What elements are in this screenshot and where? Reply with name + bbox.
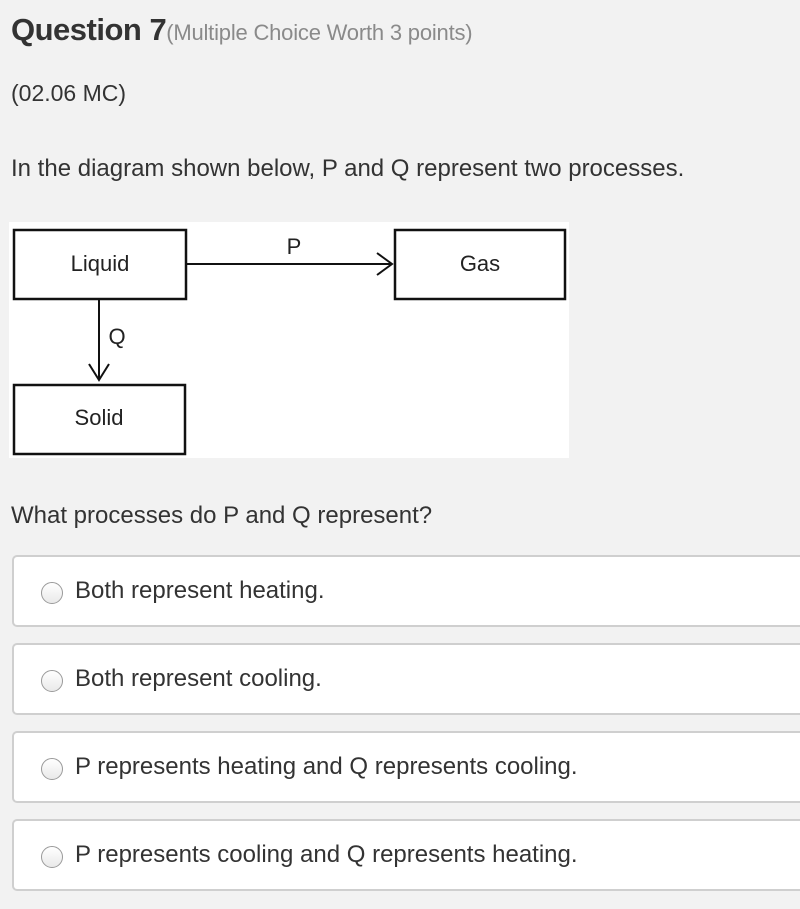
arrow-p bbox=[187, 252, 394, 276]
answer-option-2[interactable]: Both represent cooling. bbox=[12, 643, 800, 715]
liquid-box bbox=[12, 228, 188, 301]
question-code: (02.06 MC) bbox=[11, 80, 127, 106]
solid-box bbox=[12, 383, 187, 456]
answer-options: Both represent heating. Both represent c… bbox=[12, 555, 800, 907]
radio-button-icon[interactable] bbox=[41, 670, 63, 692]
gas-label: Gas bbox=[460, 251, 500, 276]
liquid-label: Liquid bbox=[71, 251, 130, 276]
answer-option-label: P represents heating and Q represents co… bbox=[75, 753, 578, 780]
radio-button-icon[interactable] bbox=[41, 758, 63, 780]
question-worth: (Multiple Choice Worth 3 points) bbox=[166, 20, 473, 45]
diagram-svg: Liquid Gas Solid P Q bbox=[12, 228, 567, 456]
answer-option-label: Both represent heating. bbox=[75, 577, 325, 604]
radio-button-icon[interactable] bbox=[41, 582, 63, 604]
arrow-p-label: P bbox=[287, 234, 302, 259]
solid-label: Solid bbox=[75, 405, 124, 430]
answer-option-1[interactable]: Both represent heating. bbox=[12, 555, 800, 627]
answer-option-label: P represents cooling and Q represents he… bbox=[75, 841, 578, 868]
answer-option-label: Both represent cooling. bbox=[75, 665, 322, 692]
phase-change-diagram: Liquid Gas Solid P Q bbox=[9, 222, 569, 458]
gas-box bbox=[393, 228, 567, 301]
answer-option-3[interactable]: P represents heating and Q represents co… bbox=[12, 731, 800, 803]
question-stem: In the diagram shown below, P and Q repr… bbox=[11, 155, 685, 182]
question-prompt: What processes do P and Q represent? bbox=[11, 502, 433, 529]
answer-option-4[interactable]: P represents cooling and Q represents he… bbox=[12, 819, 800, 891]
radio-button-icon[interactable] bbox=[41, 846, 63, 868]
question-title: Question 7 bbox=[11, 12, 167, 47]
arrow-q bbox=[88, 300, 110, 382]
question-header: Question 7(Multiple Choice Worth 3 point… bbox=[11, 12, 473, 48]
arrow-q-label: Q bbox=[108, 324, 125, 349]
